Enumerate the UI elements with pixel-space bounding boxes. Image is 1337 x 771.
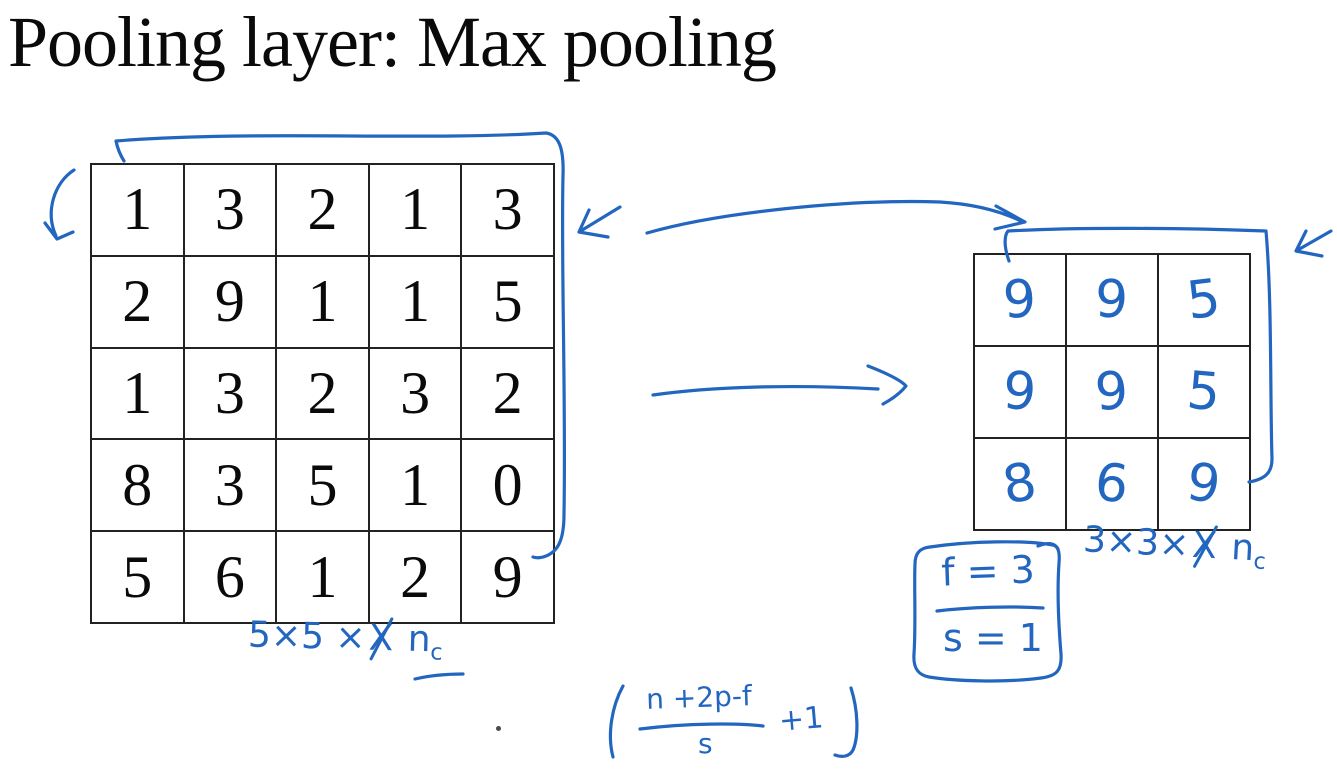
hyperparams-divider <box>935 605 1045 613</box>
output-dims-text: 3×3× <box>1082 519 1191 566</box>
input-dims-label: 5×5 ×X nc <box>247 614 443 665</box>
input-cell: 3 <box>182 346 278 441</box>
input-cell: 3 <box>182 438 278 533</box>
output-cell-value: 5 <box>1184 360 1224 424</box>
input-cell: 1 <box>90 346 185 441</box>
stride-label: s = 1 <box>943 616 1043 660</box>
input-cell: 3 <box>182 163 278 257</box>
input-cell: 9 <box>460 530 555 624</box>
channel-subscript: c <box>429 639 443 666</box>
channel-subscript: c <box>1252 548 1267 575</box>
input-grid-row: 1 3 2 1 3 <box>90 163 555 257</box>
output-cell-value: 5 <box>1183 268 1225 332</box>
output-cell-value: 9 <box>1093 360 1131 424</box>
input-grid-row: 2 9 1 1 5 <box>90 254 555 349</box>
top-connector-arrow <box>645 199 1027 235</box>
output-cell: 5 <box>1157 253 1251 347</box>
output-cell-value: 9 <box>1094 269 1130 331</box>
output-grid-row: 8 6 9 <box>973 437 1251 531</box>
input-cell: 1 <box>367 254 463 349</box>
formula-left-floor <box>608 684 625 759</box>
input-bracket-arrowhead <box>577 205 622 239</box>
output-cell-value: 9 <box>1001 360 1039 424</box>
input-dims-text: 5×5 × <box>247 614 367 659</box>
input-grid-row: 5 6 1 2 9 <box>90 530 555 624</box>
input-grid: 1 3 2 1 3 2 9 1 1 5 1 3 2 3 2 8 3 5 1 0 <box>90 163 555 624</box>
input-cell: 1 <box>367 438 463 533</box>
input-cell: 9 <box>182 254 278 349</box>
input-cell: 6 <box>182 530 278 624</box>
input-cell: 2 <box>90 254 185 349</box>
channel-var: n <box>1230 526 1256 570</box>
output-cell: 6 <box>1065 437 1159 531</box>
input-grid-row: 1 3 2 3 2 <box>90 346 555 441</box>
output-dims-label: 3×3×X nc <box>1082 519 1268 575</box>
output-cell-value: 8 <box>998 451 1042 517</box>
output-channels-term: nc <box>1230 526 1267 575</box>
input-cell: 2 <box>367 530 463 624</box>
nc-underline <box>413 672 465 681</box>
formula-numerator: n +2p-f <box>645 679 753 716</box>
input-left-curve-arrow <box>43 168 76 241</box>
output-cell-value: 9 <box>1183 451 1225 517</box>
input-cell: 1 <box>275 530 370 624</box>
output-bracket-arrowhead <box>1294 229 1333 258</box>
input-channels-term: nc <box>407 618 443 666</box>
output-grid-row: 9 9 5 <box>973 345 1251 439</box>
input-cell: 5 <box>275 438 370 533</box>
input-cell: 1 <box>90 163 185 257</box>
input-cell: 0 <box>460 438 555 533</box>
input-cell: 2 <box>275 163 370 257</box>
stray-pen-dot <box>496 726 501 731</box>
output-cell: 5 <box>1157 345 1251 439</box>
crossed-out-term: X <box>368 617 394 660</box>
input-cell: 5 <box>460 254 555 349</box>
input-cell: 2 <box>460 346 555 441</box>
input-cell: 3 <box>367 346 463 441</box>
input-cell: 8 <box>90 438 185 533</box>
output-cell: 9 <box>973 345 1067 439</box>
channel-var: n <box>407 618 432 661</box>
output-cell: 9 <box>1157 437 1251 531</box>
output-cell: 8 <box>973 437 1067 531</box>
input-cell: 1 <box>275 254 370 349</box>
input-cell: 3 <box>460 163 555 257</box>
input-cell: 1 <box>367 163 463 257</box>
formula-denominator: s <box>698 727 713 760</box>
output-cell-value: 9 <box>1001 269 1039 331</box>
formula-plus-one: +1 <box>777 700 825 739</box>
input-cell: 2 <box>275 346 370 441</box>
page-title: Pooling layer: Max pooling <box>8 2 777 82</box>
crossed-out-term: X <box>1191 524 1218 568</box>
input-grid-row: 8 3 5 1 0 <box>90 438 555 533</box>
output-cell: 9 <box>1065 253 1159 347</box>
input-cell: 5 <box>90 530 185 624</box>
middle-connector-arrow <box>651 364 908 406</box>
output-grid-row: 9 9 5 <box>973 253 1251 347</box>
output-cell: 9 <box>1065 345 1159 439</box>
filter-size-label: f = 3 <box>940 547 1036 595</box>
output-cell: 9 <box>973 253 1067 347</box>
output-grid: 9 9 5 9 9 5 8 6 9 <box>973 253 1251 531</box>
formula-right-floor <box>833 686 859 758</box>
output-cell-value: 6 <box>1092 452 1132 516</box>
